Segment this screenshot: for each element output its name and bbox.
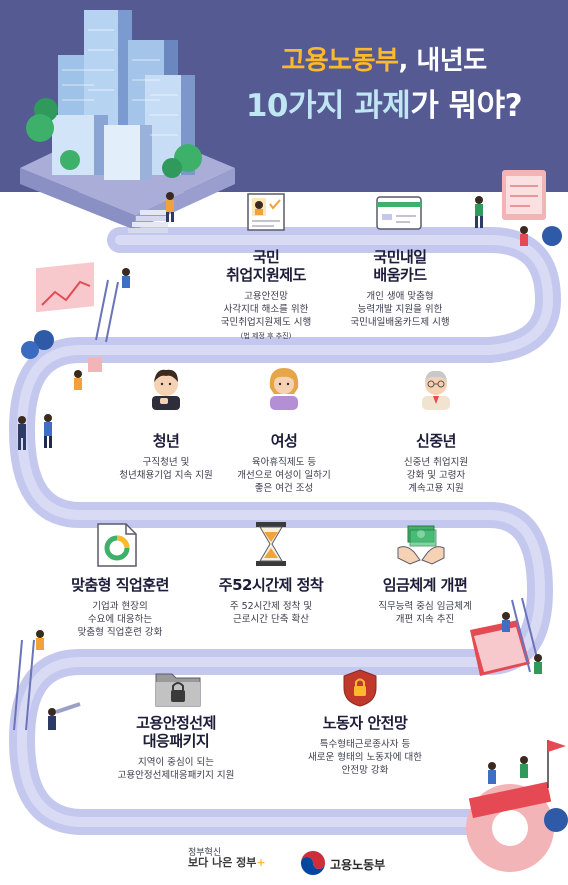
chart-document-icon [96, 522, 138, 568]
item-title: 노동자 안전망 [322, 714, 408, 732]
chart-ladder-illustration [21, 262, 130, 390]
document-person-icon [246, 192, 286, 232]
card-icon [376, 196, 422, 230]
item-title: 신중년 [416, 432, 456, 450]
title-line-1: 고용노동부, 내년도 [281, 46, 487, 76]
ladder-telescope-illustration [13, 630, 81, 731]
steps-illustration [128, 192, 174, 233]
shield-lock-icon [342, 668, 378, 708]
item-title: 청년 [152, 432, 180, 450]
locked-folder-icon [154, 668, 202, 708]
city-buildings-illustration [26, 10, 202, 180]
title-line-2: 10가지 과제가 뭐야? [245, 88, 523, 124]
calendar-person-illustration [475, 170, 562, 246]
item-title: 여성 [270, 432, 298, 450]
item-title: 맞춤형 직업훈련 [71, 576, 169, 594]
folder-ladder-illustration [470, 597, 542, 676]
gears-flag-illustration [466, 740, 568, 872]
senior-man-icon [414, 364, 458, 410]
gov-innovation-logo: 정부혁신 보다 나은 정부+ [188, 848, 266, 869]
money-hands-icon [396, 522, 446, 566]
item-title: 임금체계 개편 [382, 576, 468, 594]
hourglass-icon [254, 520, 288, 568]
young-man-icon [146, 364, 186, 410]
ministry-name: 고용노동부 [330, 858, 386, 872]
woman-icon [262, 364, 306, 410]
korea-emblem-icon [300, 850, 326, 876]
item-title: 주52시간제 정착 [218, 576, 324, 594]
people-meeting-illustration [18, 414, 52, 450]
